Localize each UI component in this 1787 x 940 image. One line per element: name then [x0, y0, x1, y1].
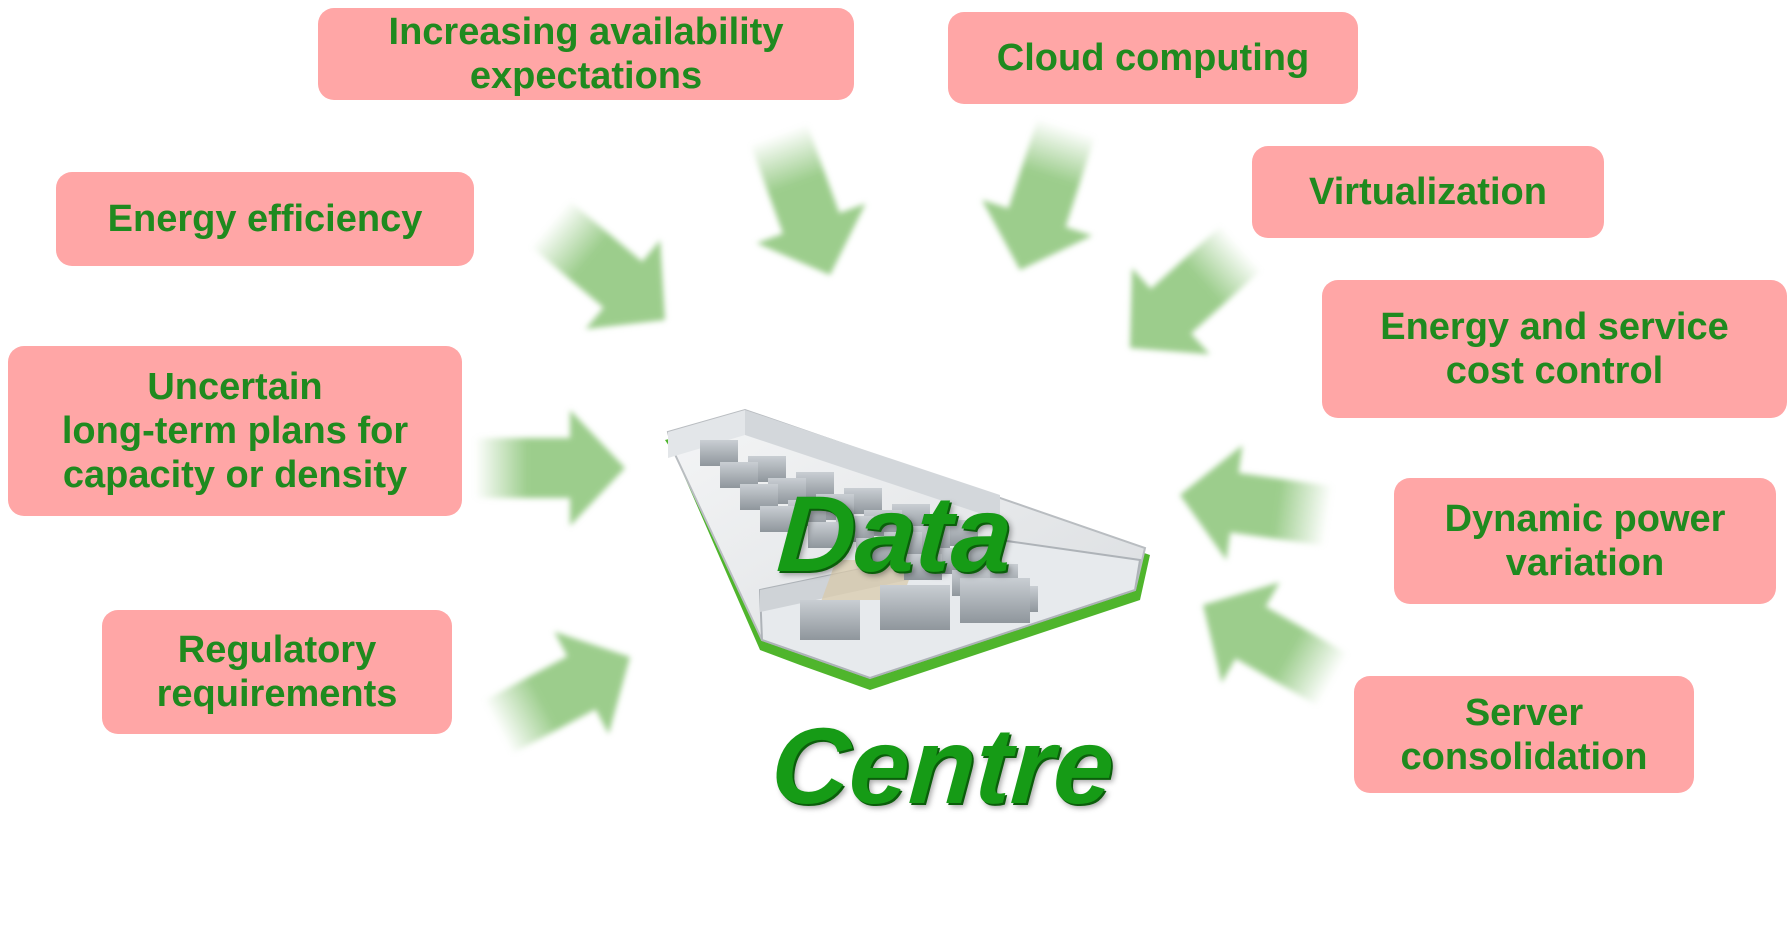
data-centre-illustration: [665, 408, 1150, 690]
server-rack: [700, 440, 738, 466]
diagram-graphics: [475, 118, 1348, 754]
arrow-from-dynamic-power: [1203, 582, 1348, 706]
arrow-from-availability: [750, 123, 866, 275]
driver-server-consolidation: Server consolidation: [1354, 676, 1694, 793]
server-rack: [740, 484, 778, 510]
driver-energy-efficiency: Energy efficiency: [56, 172, 474, 266]
server-rack: [808, 522, 846, 548]
driver-cloud-computing: Cloud computing: [948, 12, 1358, 104]
arrow-from-regulatory: [483, 631, 630, 754]
driver-uncertain-plans: Uncertain long-term plans for capacity o…: [8, 346, 462, 516]
driver-dynamic-power: Dynamic power variation: [1394, 478, 1776, 604]
arrow-group: [475, 118, 1348, 754]
arrow-from-cost-control: [1180, 445, 1333, 561]
server-rack: [856, 538, 894, 564]
driver-virtualization: Virtualization: [1252, 146, 1604, 238]
driver-availability: Increasing availability expectations: [318, 8, 854, 100]
arrow-from-uncertain-plans: [475, 410, 625, 526]
server-rack: [760, 506, 798, 532]
server-rack: [720, 462, 758, 488]
driver-regulatory: Regulatory requirements: [102, 610, 452, 734]
arrow-from-virtualization: [1130, 225, 1262, 355]
driver-cost-control: Energy and service cost control: [1322, 280, 1787, 418]
server-rack: [904, 554, 942, 580]
diagram-canvas: Increasing availability expectations Clo…: [8, 8, 1787, 826]
arrow-from-energy-efficiency: [530, 200, 665, 330]
arrow-from-cloud: [981, 118, 1095, 270]
